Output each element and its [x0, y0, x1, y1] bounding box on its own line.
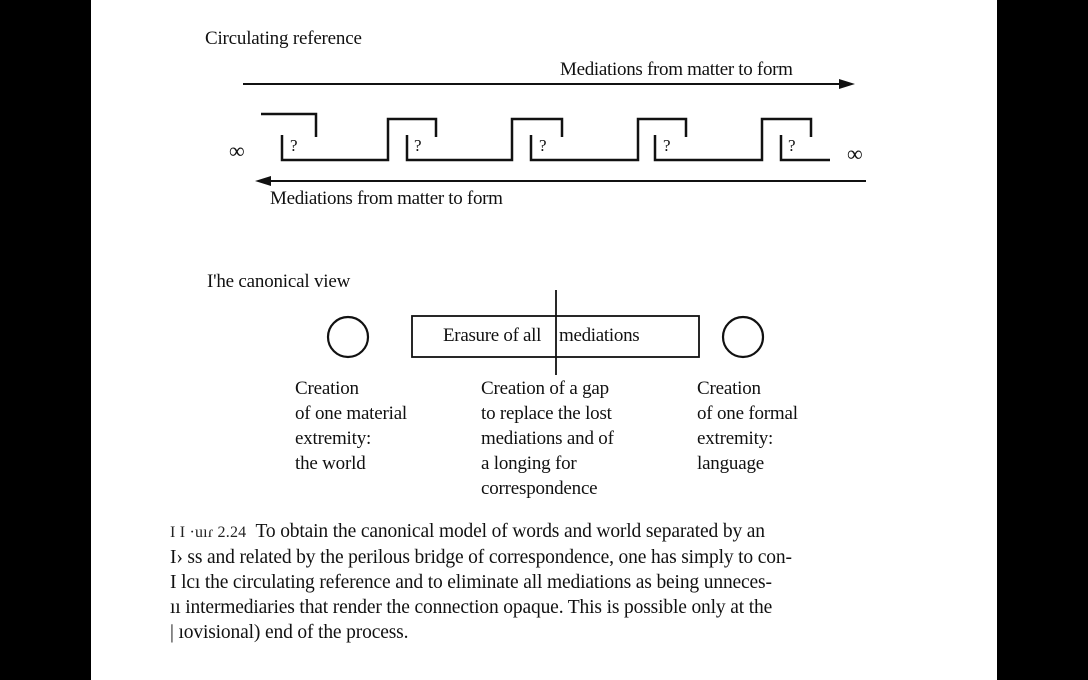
step-segment: [529, 117, 688, 162]
top-arrow: [243, 79, 855, 89]
text-line: language: [697, 453, 764, 474]
canonical-view-title: I'he canonical view: [207, 271, 351, 292]
diagram-lines: [243, 79, 866, 375]
caption-line: I› ss and related by the perilous bridge…: [170, 547, 792, 568]
top-arrow-label: Mediations from matter to form: [560, 59, 793, 80]
right-infinity-symbol: ∞: [847, 141, 863, 166]
text-line: Creation of a gap: [481, 378, 609, 399]
text-line: of one formal: [697, 403, 798, 424]
step-segment: [280, 117, 438, 162]
caption-line: I lcı the circulating reference and to e…: [170, 572, 772, 593]
material-extremity-circle: [326, 315, 370, 359]
formal-extremity-circle: [721, 315, 765, 359]
step-chain: [261, 112, 830, 162]
gap-question-mark: ?: [788, 136, 796, 155]
formal-extremity-text: Creation of one formal extremity: langua…: [697, 376, 798, 476]
figure-label: I I ·uıɾ 2.24: [170, 524, 247, 541]
text-line: the world: [295, 453, 366, 474]
gap-question-mark: ?: [539, 136, 547, 155]
text-line: extremity:: [697, 428, 774, 449]
gap-question-mark: ?: [663, 136, 671, 155]
text-line: Creation: [295, 378, 359, 399]
gap-question-mark: ?: [290, 136, 298, 155]
text-line: mediations and of: [481, 428, 614, 449]
text-line: to replace the lost: [481, 403, 612, 424]
text-line: a longing for: [481, 453, 577, 474]
text-line: Creation: [697, 378, 761, 399]
caption-line: ıı intermediaries that render the connec…: [170, 597, 773, 618]
text-line: correspondence: [481, 478, 598, 499]
left-infinity-symbol: ∞: [229, 138, 245, 163]
step-segment: [779, 135, 830, 162]
erasure-label-left: Erasure of all: [443, 325, 542, 346]
gap-text: Creation of a gap to replace the lost me…: [481, 376, 614, 501]
caption-text: To obtain the canonical model of words a…: [255, 521, 765, 542]
material-extremity-text: Creation of one material extremity: the …: [295, 376, 407, 476]
caption-line: | ıovisional) end of the process.: [170, 622, 409, 643]
step-segment: [653, 117, 813, 162]
figure-caption: I I ·uıɾ 2.24 To obtain the canonical mo…: [170, 519, 900, 645]
gap-question-mark: ?: [414, 136, 422, 155]
erasure-label-right: mediations: [559, 325, 640, 346]
bottom-arrow-label: Mediations from matter to form: [270, 188, 503, 209]
circulating-reference-title: Circulating reference: [205, 28, 362, 49]
bottom-arrow: [255, 176, 866, 186]
text-line: extremity:: [295, 428, 372, 449]
text-line: of one material: [295, 403, 408, 424]
book-page: Circulating reference Mediations from ma…: [91, 0, 997, 680]
caption-line: I I ·uıɾ 2.24 To obtain the canonical mo…: [170, 519, 900, 545]
step-segment: [261, 112, 318, 137]
step-segment: [405, 117, 564, 162]
